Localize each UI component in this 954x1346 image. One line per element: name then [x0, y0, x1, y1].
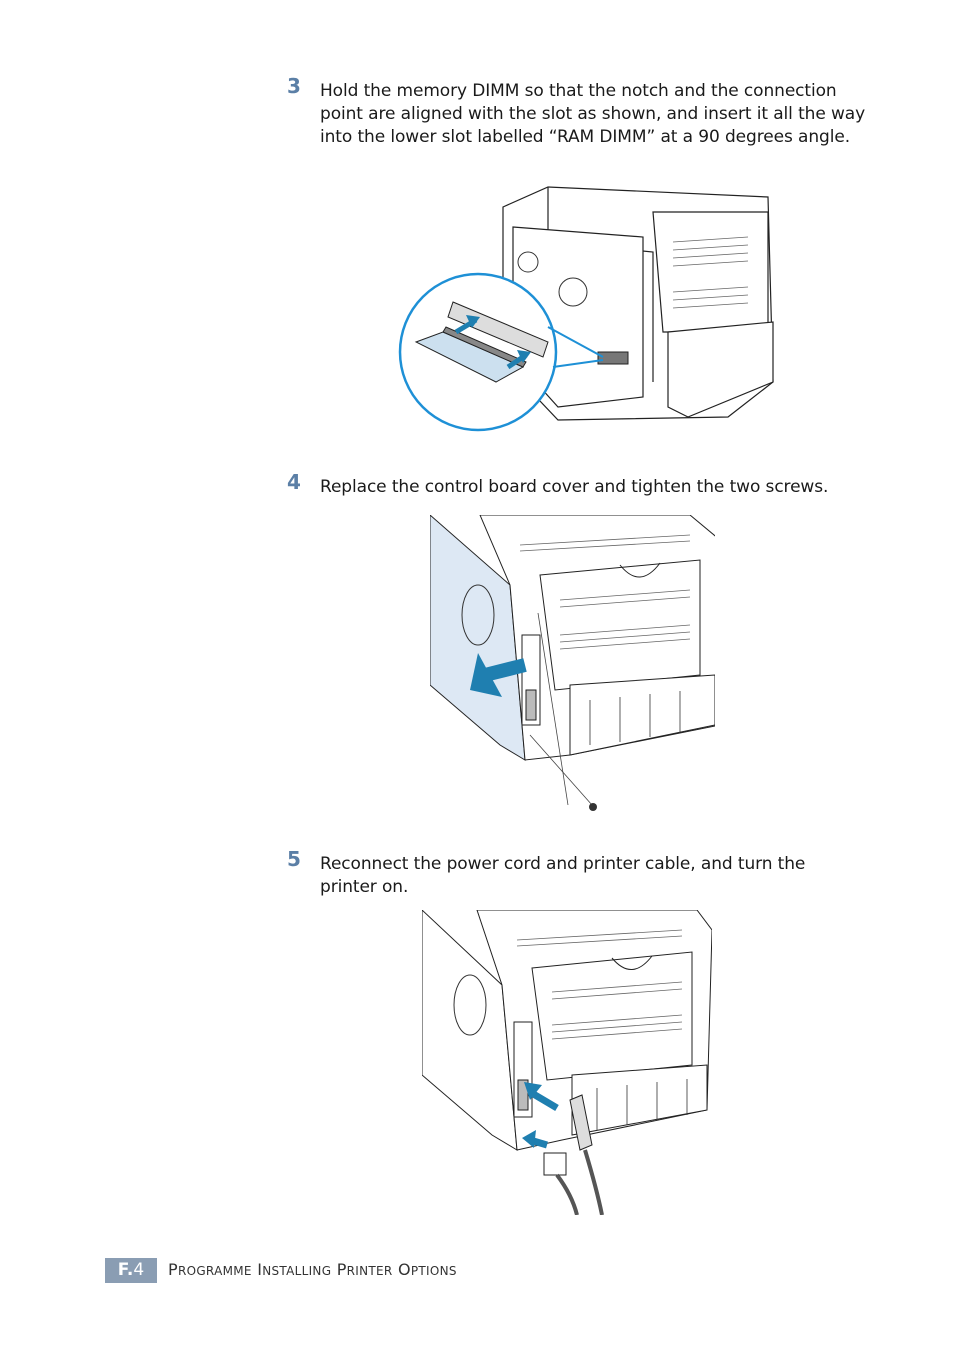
step-4: 4 Replace the control board cover and ti…	[287, 470, 867, 499]
page-number-tab: F.4	[105, 1258, 157, 1283]
step-text: Replace the control board cover and tigh…	[320, 477, 829, 497]
step-text: Hold the memory DIMM so that the notch a…	[320, 81, 866, 147]
step-5: 5 Reconnect the power cord and printer c…	[287, 847, 867, 899]
chapter-title-word: P	[168, 1260, 178, 1279]
chapter-title-word-rest: PTIONS	[410, 1264, 457, 1278]
figure-reconnect-cables	[422, 910, 712, 1215]
chapter-title-word: I	[257, 1260, 263, 1279]
chapter-title: PROGRAMME INSTALLING PRINTER OPTIONS	[168, 1260, 457, 1279]
figure-replace-cover	[430, 515, 715, 811]
step-number: 4	[287, 470, 301, 494]
chapter-title-word: O	[397, 1260, 411, 1279]
section-letter: F.	[117, 1260, 134, 1280]
figure-install-dimm	[398, 186, 774, 432]
chapter-title-word-rest: ROGRAMME	[177, 1264, 252, 1278]
step-text: Reconnect the power cord and printer cab…	[320, 854, 806, 897]
step-number: 3	[287, 74, 301, 98]
chapter-title-word-rest: NSTALLING	[262, 1264, 332, 1278]
page-number: 4	[133, 1260, 145, 1280]
chapter-title-word: P	[336, 1260, 347, 1279]
step-number: 5	[287, 847, 301, 871]
step-3: 3 Hold the memory DIMM so that the notch…	[287, 74, 867, 149]
chapter-title-word-rest: RINTER	[346, 1264, 393, 1278]
